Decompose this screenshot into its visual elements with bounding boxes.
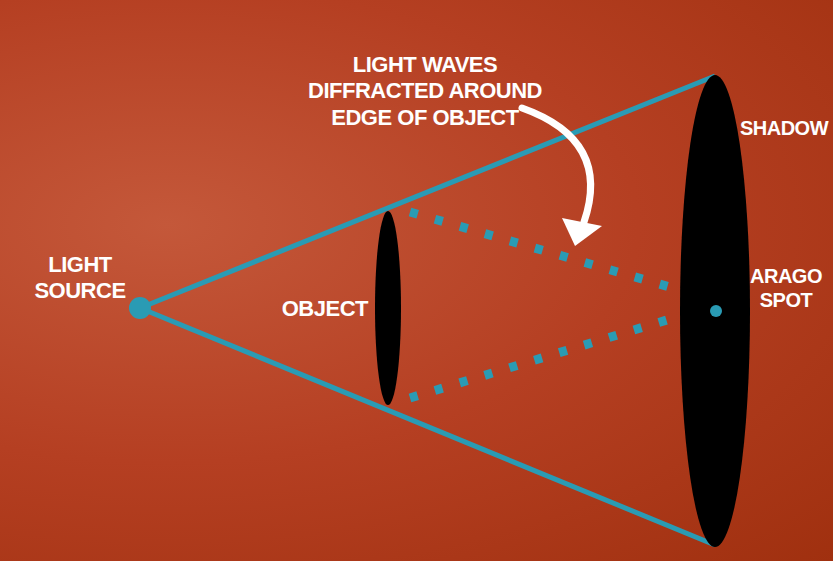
shadow-ellipse — [680, 75, 750, 547]
arago-spot-label: ARAGO SPOT — [743, 264, 829, 312]
diffracted-wave — [410, 212, 680, 290]
source-label: LIGHT SOURCE — [30, 252, 130, 305]
arago-spot-dot — [710, 305, 722, 317]
object-label: OBJECT — [268, 296, 368, 322]
pointer-arrowhead — [562, 218, 602, 246]
light-source-dot — [129, 297, 151, 319]
shadow-label: SHADOW — [739, 116, 829, 140]
light-ray — [140, 308, 715, 545]
diffracted-wave — [410, 316, 680, 398]
callout-text: LIGHT WAVES DIFFRACTED AROUND EDGE OF OB… — [290, 52, 560, 131]
pointer-arrow — [522, 108, 591, 222]
object-disc — [375, 211, 401, 405]
